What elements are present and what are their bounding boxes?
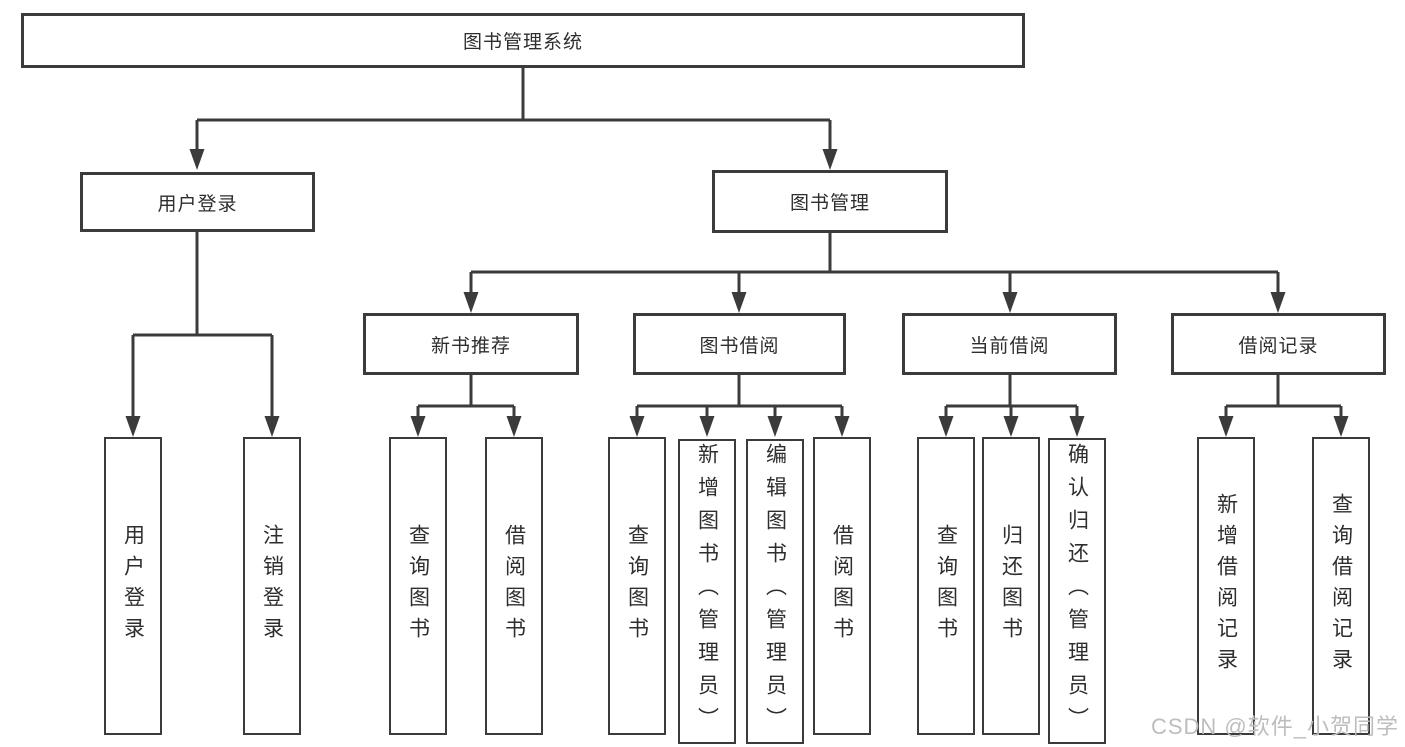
arrowhead-icon [938,416,954,437]
arrowhead-icon [189,149,205,170]
arrowhead-icon [767,416,783,437]
leaf-confirm-return-admin-label: 确认归还（管理员） [1065,442,1089,740]
leaf-query-books-recommend: 查询图书 [389,437,447,735]
node-library-system-label: 图书管理系统 [462,32,583,53]
leaf-add-book-admin: 新增图书（管理员） [678,439,736,744]
leaf-borrow-books-borrowing-label: 借阅图书 [830,524,854,648]
leaf-query-books-borrowing: 查询图书 [608,437,666,735]
arrowhead-icon [1003,416,1019,437]
arrowhead-icon [506,416,522,437]
leaf-query-books-borrowing-label: 查询图书 [625,524,649,648]
arrowhead-icon [1333,416,1349,437]
leaf-logout: 注销登录 [243,437,301,735]
arrowhead-icon [1002,292,1018,313]
node-current-borrowing-label: 当前借阅 [969,335,1050,357]
connector-lines [131,68,1343,420]
arrowhead-icon [125,416,141,437]
leaf-edit-book-admin: 编辑图书（管理员） [746,439,804,744]
leaf-user-login-label: 用户登录 [121,524,145,648]
node-new-book-recommend-label: 新书推荐 [430,335,511,357]
node-current-borrowing: 当前借阅 [902,313,1117,375]
leaf-add-book-admin-label: 新增图书（管理员） [695,443,719,740]
arrowhead-icon [410,416,426,437]
leaf-return-books-label: 归还图书 [999,524,1023,648]
leaf-borrow-books-recommend-label: 借阅图书 [502,524,526,648]
arrowhead-icon [264,416,280,437]
node-book-management-label: 图书管理 [789,193,870,214]
leaf-add-borrow-record: 新增借阅记录 [1197,437,1255,735]
node-new-book-recommend: 新书推荐 [363,313,579,375]
node-borrowing-records-label: 借阅记录 [1238,335,1319,357]
arrowhead-icon [1270,292,1286,313]
leaf-user-login: 用户登录 [104,437,162,735]
leaf-borrow-books-recommend: 借阅图书 [485,437,543,735]
arrowhead-icon [731,292,747,313]
leaf-borrow-books-borrowing: 借阅图书 [813,437,871,735]
arrowhead-icon [1069,416,1085,437]
leaf-edit-book-admin-label: 编辑图书（管理员） [763,443,787,740]
arrowheads [125,149,1349,437]
leaf-query-books-recommend-label: 查询图书 [406,524,430,648]
leaf-confirm-return-admin: 确认归还（管理员） [1048,438,1106,744]
node-book-borrowing-label: 图书借阅 [699,335,780,357]
leaf-query-books-current-label: 查询图书 [934,524,958,648]
arrowhead-icon [822,149,838,170]
node-borrowing-records: 借阅记录 [1171,313,1386,375]
leaf-query-borrow-record: 查询借阅记录 [1312,437,1370,735]
node-book-management: 图书管理 [712,170,948,233]
leaf-query-books-current: 查询图书 [917,437,975,735]
leaf-query-borrow-record-label: 查询借阅记录 [1329,493,1353,679]
node-library-system: 图书管理系统 [21,13,1025,68]
node-user-login-label: 用户登录 [157,193,238,215]
leaf-return-books: 归还图书 [982,437,1040,735]
node-book-borrowing: 图书借阅 [633,313,846,375]
arrowhead-icon [1218,416,1234,437]
watermark: CSDN @软件_小贺同学 [1150,714,1399,739]
leaf-logout-label: 注销登录 [260,524,284,648]
arrowhead-icon [699,416,715,437]
arrowhead-icon [463,292,479,313]
arrowhead-icon [834,416,850,437]
node-user-login: 用户登录 [80,172,315,232]
arrowhead-icon [629,416,645,437]
leaf-add-borrow-record-label: 新增借阅记录 [1214,493,1238,679]
